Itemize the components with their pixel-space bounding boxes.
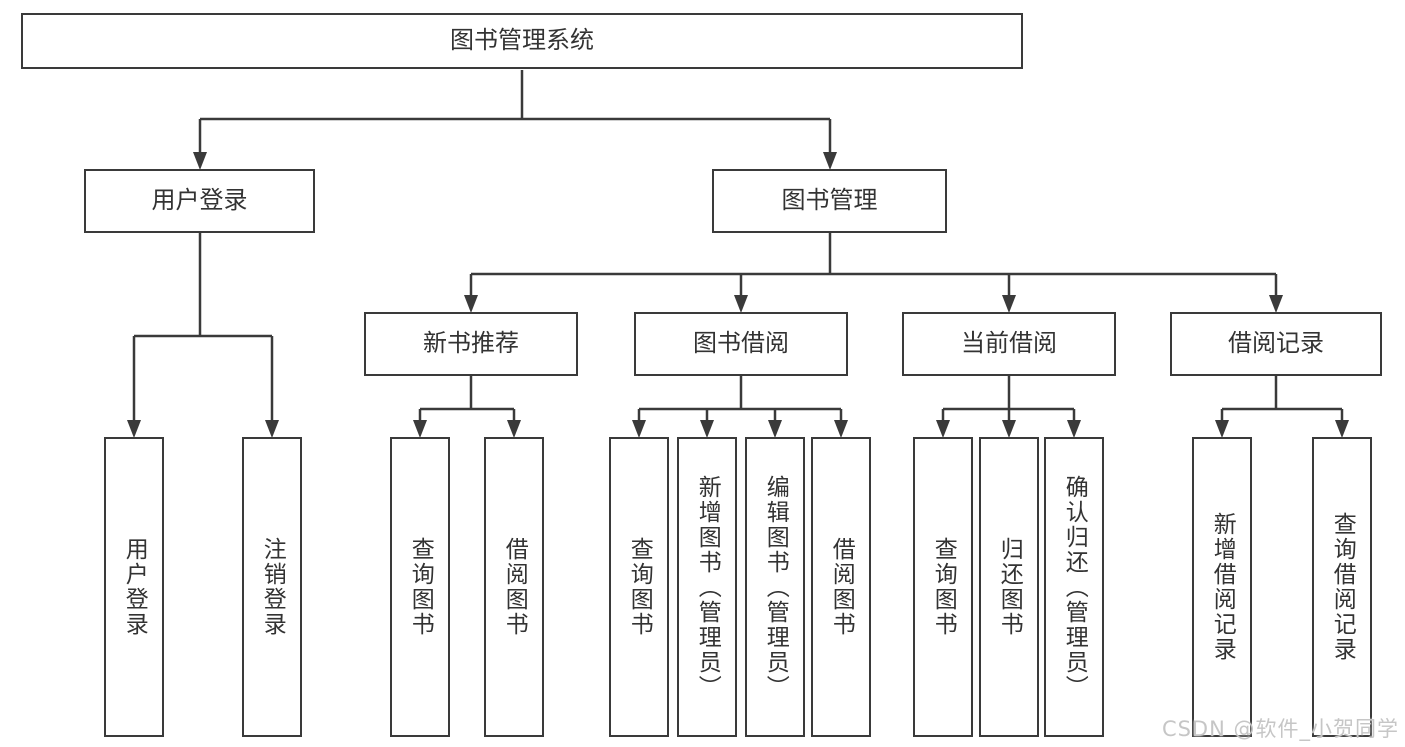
connector-book-borrow-children [632,376,848,438]
leaf-return-books: 归还图书 [979,437,1039,737]
leaf-borrow-books: 借阅图书 [811,437,871,737]
connector-borrow-records-children [1215,376,1349,438]
connector-new-book-recommend-children [413,376,521,438]
leaf-confirm-return-admin: 确认归还（管理员） [1044,437,1104,737]
node-root-library-system: 图书管理系统 [21,13,1023,69]
leaf-add-borrow-record: 新增借阅记录 [1192,437,1252,737]
leaf-query-books-recommend: 查询图书 [390,437,450,737]
leaf-user-login: 用户登录 [104,437,164,737]
leaf-query-books-current: 查询图书 [913,437,973,737]
leaf-query-borrow-record: 查询借阅记录 [1312,437,1372,737]
connector-book-management-children [464,233,1283,313]
leaf-query-books-borrow: 查询图书 [609,437,669,737]
leaf-edit-book-admin: 编辑图书（管理员） [745,437,805,737]
connector-root-to-level2 [193,70,837,170]
leaf-borrow-books-recommend: 借阅图书 [484,437,544,737]
connector-user-login-children [127,233,279,438]
node-book-borrow: 图书借阅 [634,312,848,376]
leaf-add-book-admin: 新增图书（管理员） [677,437,737,737]
node-user-login: 用户登录 [84,169,315,233]
node-new-book-recommend: 新书推荐 [364,312,578,376]
csdn-watermark: CSDN @软件_小贺同学 [1161,717,1399,741]
leaf-logout: 注销登录 [242,437,302,737]
node-current-borrow: 当前借阅 [902,312,1116,376]
node-book-management: 图书管理 [712,169,947,233]
connector-current-borrow-children [936,376,1081,438]
node-borrow-records: 借阅记录 [1170,312,1382,376]
